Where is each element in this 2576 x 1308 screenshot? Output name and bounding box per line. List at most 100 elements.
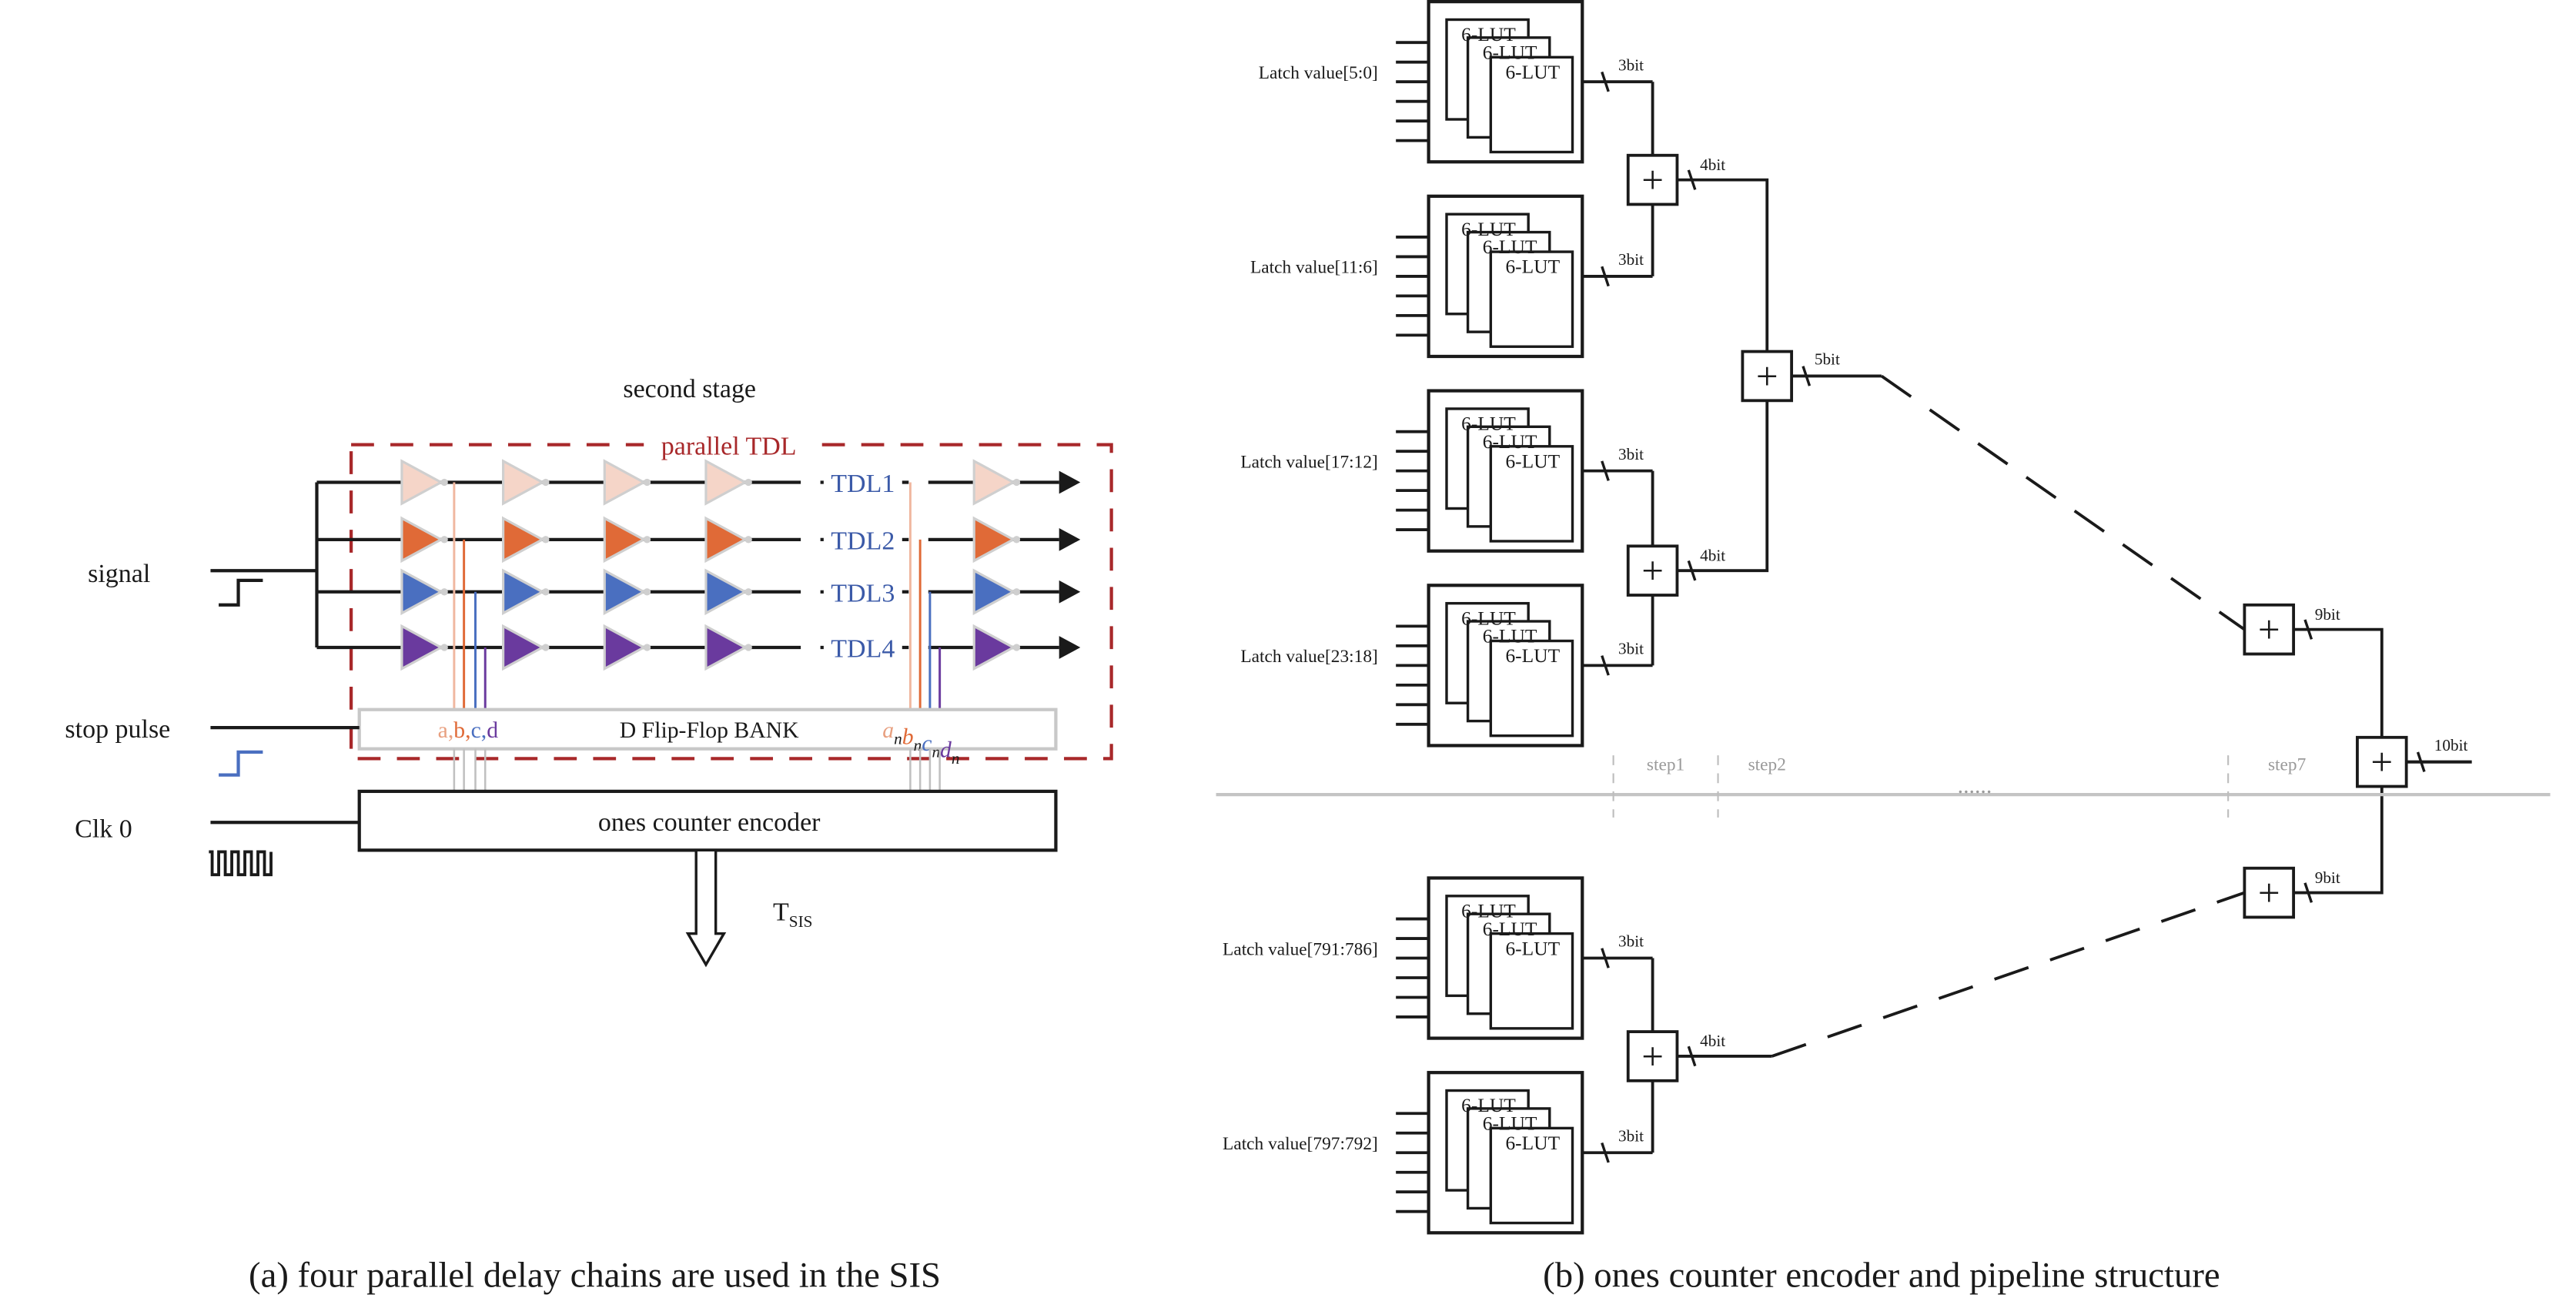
lut-label: 6-LUT xyxy=(1505,644,1560,667)
encoder-label: ones counter encoder xyxy=(598,808,821,837)
dff-taps-first: a,b,c,d xyxy=(438,718,499,743)
buffer-icon xyxy=(972,624,1016,671)
signal-label: signal xyxy=(88,560,150,588)
bit-width-label: 3bit xyxy=(1618,640,1644,658)
buffer-icon xyxy=(704,516,748,564)
lut-block xyxy=(1489,1126,1574,1225)
tap-letter: a xyxy=(438,718,448,743)
step-label: step7 xyxy=(2268,754,2306,774)
second-stage-title: second stage xyxy=(623,375,756,403)
bit-width-label: 3bit xyxy=(1618,932,1644,951)
tap-subscript: n xyxy=(952,749,960,768)
tap-comma: , xyxy=(448,718,453,743)
buffer-output-dot xyxy=(643,588,651,596)
lut-block xyxy=(1489,250,1574,348)
plus-icon: + xyxy=(1641,1035,1664,1079)
tdl-label-bg xyxy=(823,464,902,500)
lut-label: 6-LUT xyxy=(1505,61,1560,83)
bit-width-label: 4bit xyxy=(1700,546,1725,564)
lut-label: 6-LUT xyxy=(1483,918,1537,940)
buffer-icon xyxy=(502,568,545,616)
delay-chain-1: TDL1 xyxy=(316,459,1081,506)
clock-waveform-icon xyxy=(209,850,273,877)
ones-counter-encoder xyxy=(357,789,1058,852)
buffer-icon xyxy=(502,459,545,506)
bus-slash xyxy=(1601,460,1610,481)
tdl-label: TDL1 xyxy=(831,470,895,498)
tap-subscript: n xyxy=(894,729,902,748)
lut-block xyxy=(1489,932,1574,1030)
latch-value-label: Latch value[17:12] xyxy=(1240,452,1377,472)
lut-label: 6-LUT xyxy=(1505,256,1560,278)
bit-width-label: 3bit xyxy=(1618,55,1644,74)
buffer-icon xyxy=(972,568,1016,616)
tdl-label-bg xyxy=(823,574,902,611)
buffer-output-dot xyxy=(643,644,651,651)
buffer-icon xyxy=(400,516,444,564)
tap-letter: b xyxy=(902,724,914,749)
dff-to-encoder-lines xyxy=(453,748,941,791)
delay-chain-3: TDL3 xyxy=(316,568,1081,616)
lut-label: 6-LUT xyxy=(1505,937,1560,959)
bit-width-label: 10bit xyxy=(2434,736,2468,754)
adder: +9bit xyxy=(2243,603,2340,656)
buffer-output-dot xyxy=(744,478,752,487)
buffer-output-dot xyxy=(1012,588,1021,596)
buffer-output-dot xyxy=(542,478,550,487)
lut-label: 6-LUT xyxy=(1505,1132,1560,1154)
buffer-output-dot xyxy=(744,588,752,596)
buffer-icon xyxy=(704,624,748,671)
latch-value-label: Latch value[797:792] xyxy=(1223,1134,1378,1154)
tdl-label-bg xyxy=(644,428,815,461)
latch-value-label: Latch value[5:0] xyxy=(1259,63,1378,83)
lut-block xyxy=(1489,445,1574,543)
lut-block xyxy=(1489,55,1574,154)
buffer-icon xyxy=(400,568,444,616)
chain-arrowhead xyxy=(1059,636,1081,659)
buffer-output-dot xyxy=(1012,644,1021,651)
lut-label: 6-LUT xyxy=(1461,218,1516,240)
chain-arrowhead xyxy=(1059,470,1081,494)
lut-label: 6-LUT xyxy=(1461,23,1516,45)
buffer-output-dot xyxy=(440,478,448,487)
lut-label: 6-LUT xyxy=(1505,450,1560,472)
lut-label: 6-LUT xyxy=(1483,1112,1537,1135)
caption-a: (a) four parallel delay chains are used … xyxy=(249,1255,941,1295)
latch-value-label: Latch value[23:18] xyxy=(1240,647,1377,667)
tap-comma: , xyxy=(465,718,470,743)
plus-icon: + xyxy=(2258,872,2280,915)
chain-arrowhead xyxy=(1059,527,1081,551)
steps-ellipsis: ...... xyxy=(1958,774,1992,798)
lut-label: 6-LUT xyxy=(1461,607,1516,629)
stop-pulse-label: stop pulse xyxy=(65,715,170,744)
lut-label: 6-LUT xyxy=(1461,1094,1516,1116)
tdl-label: TDL3 xyxy=(831,580,895,608)
bus-slash xyxy=(1601,948,1610,968)
lut-label: 6-LUT xyxy=(1483,41,1537,63)
bit-width-label: 9bit xyxy=(2315,605,2340,624)
wire xyxy=(2293,627,2384,738)
buffer-output-dot xyxy=(440,536,448,544)
parallel-tdl-label: parallel TDL xyxy=(661,432,797,460)
buffer-output-dot xyxy=(1012,536,1021,544)
buffer-output-dot xyxy=(542,536,550,544)
wire xyxy=(2293,786,2384,895)
tap-subscript: n xyxy=(932,742,940,761)
bus-slash xyxy=(1601,1142,1610,1163)
stop-pulse-step-icon xyxy=(219,750,263,777)
buffer-icon xyxy=(502,624,545,671)
dashed-pipeline-wire xyxy=(1771,891,2246,1058)
dff-bank-label: D Flip-Flop BANK xyxy=(620,718,799,743)
caption-b: (b) ones counter encoder and pipeline st… xyxy=(1543,1255,2220,1295)
step-label: step1 xyxy=(1647,754,1684,774)
buffer-output-dot xyxy=(744,536,752,544)
